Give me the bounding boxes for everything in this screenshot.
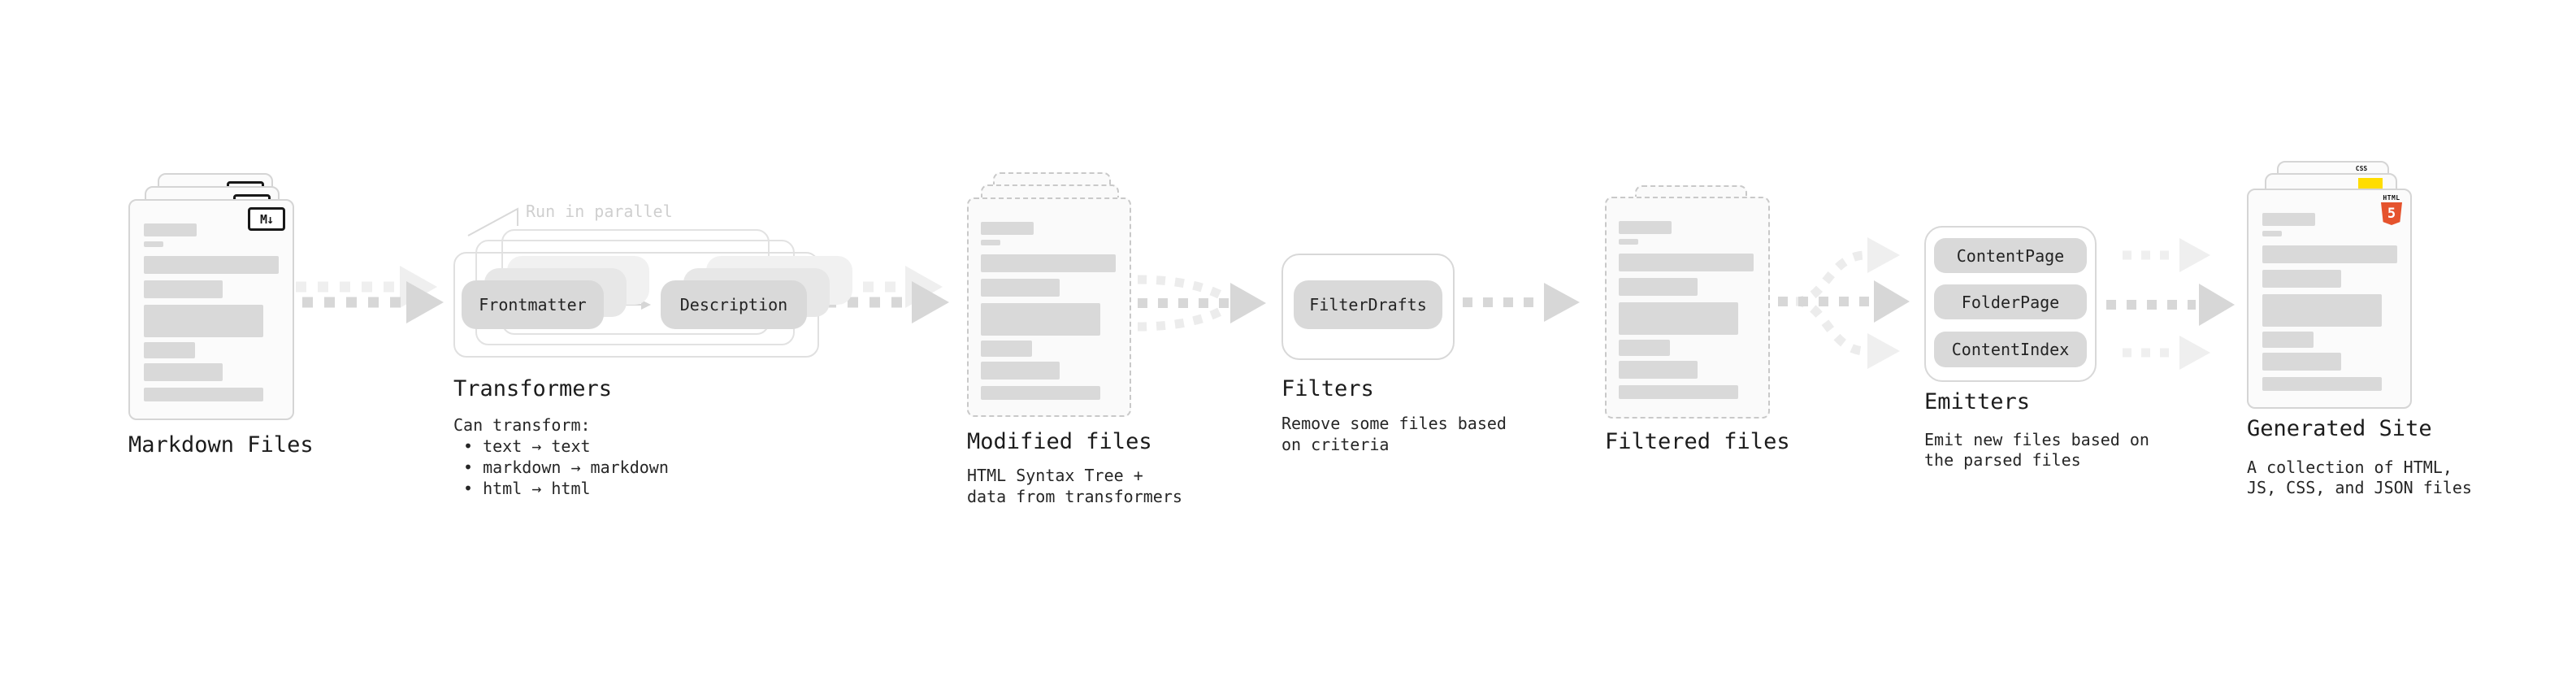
arrow-transformers-to-modified (819, 266, 949, 323)
arrow-filters-to-filtered (1463, 283, 1580, 322)
annotation-leader-line (467, 207, 518, 236)
arrow-markdown-to-transformers (296, 266, 444, 323)
arrow-filtered-to-emitters (1778, 237, 1910, 369)
arrow-modified-to-filters (1137, 275, 1266, 332)
arrow-frontmatter-to-description (609, 278, 651, 310)
arrow-emitters-to-generated (2106, 238, 2235, 370)
